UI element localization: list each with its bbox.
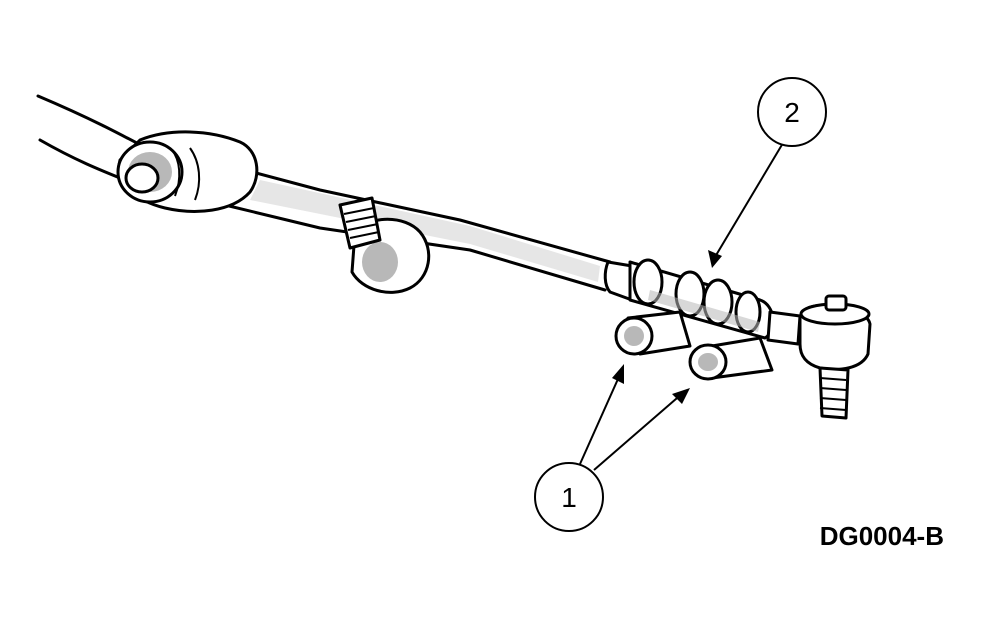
callout-1: 1 (534, 364, 690, 532)
linkage-rod (36, 94, 612, 292)
figure-code: DG0004-B (820, 521, 944, 551)
clamp-bolts (614, 310, 774, 381)
callout-2-label: 2 (784, 97, 800, 128)
idler-bushing (338, 196, 431, 294)
tie-rod-end (766, 294, 872, 420)
callout-1-label: 1 (561, 482, 577, 513)
adjusting-sleeve (603, 258, 775, 340)
callout-2: 2 (708, 77, 827, 268)
pitman-arm-joint (116, 130, 259, 213)
